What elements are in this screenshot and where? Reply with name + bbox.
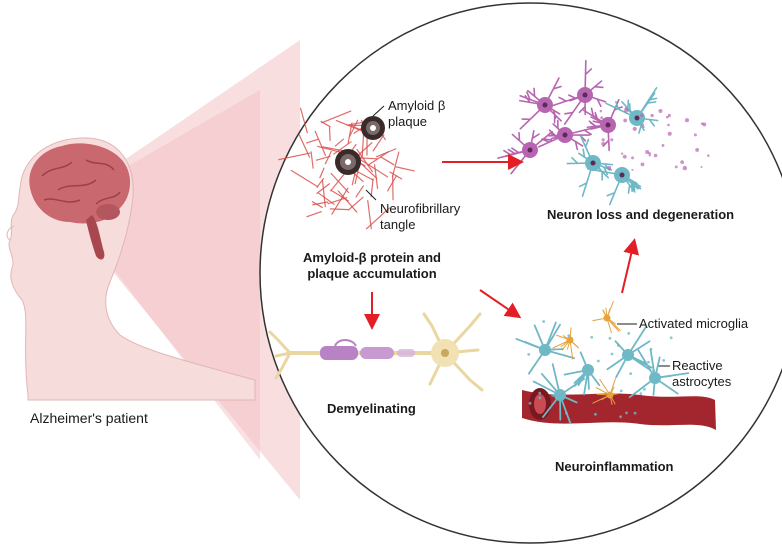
amyloid-plaque-label: Amyloid β plaque [388,98,446,129]
patient-label: Alzheimer's patient [30,410,148,426]
glia-art [515,301,690,425]
flow-arrows [364,154,640,330]
arrow-to-neuroinflammation [479,289,522,319]
neuron-loss-art [497,59,710,206]
demyelinating-caption: Demyelinating [327,401,416,416]
amyloid-accumulation-caption: Amyloid-β protein and plaque accumulatio… [303,250,441,281]
zoom-beam-inner [95,90,260,460]
reactive-astrocytes-label: Reactive astrocytes [672,358,732,389]
amyloid-plaque-art [335,116,385,175]
neurofibrillary-tangle-label: Neurofibrillary tangle [380,201,461,232]
callout-lines [365,105,670,367]
patient-brain [29,143,131,260]
arrow-up-to-neuron-loss [621,238,640,294]
neuroinflammation-caption: Neuroinflammation [555,459,674,474]
demyelinating-neuron-art [268,312,484,392]
activated-microglia-label: Activated microglia [639,316,749,331]
neuron-loss-caption: Neuron loss and degeneration [547,207,735,222]
